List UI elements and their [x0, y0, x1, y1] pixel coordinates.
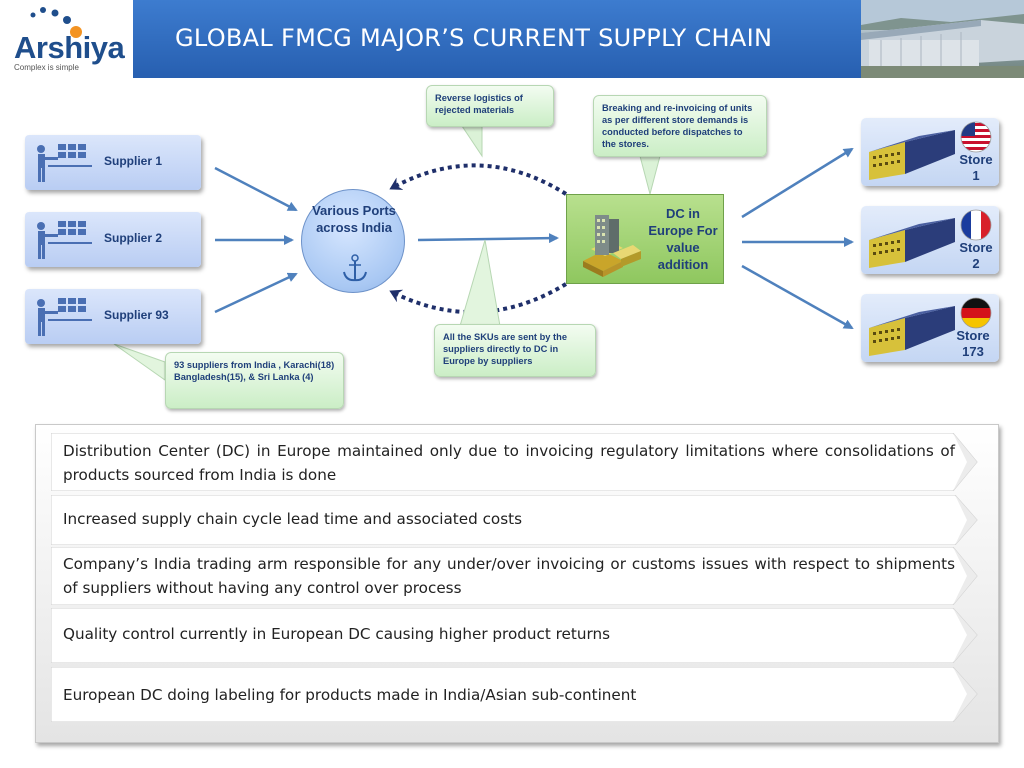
arrow-ports-to-dc: [417, 233, 559, 244]
store-label: Store 173: [956, 328, 990, 359]
ports-label: Various Ports across India: [312, 203, 396, 235]
store-label: Store 1: [959, 152, 993, 183]
arrow-dc-to-store173: [741, 264, 854, 330]
anchor-icon: [343, 254, 367, 282]
issue-text: European DC doing labeling for products …: [63, 686, 637, 704]
issue-chevron-shape: [51, 667, 978, 722]
warehouse-photo: [861, 0, 1024, 78]
logo: Arshiya Complex is simple: [0, 0, 133, 78]
store-label: Store 2: [959, 240, 993, 271]
ports-node: Various Ports across India: [301, 189, 405, 293]
dc-label: DC in Europe For value addition: [648, 206, 718, 272]
callout-pointer-reinvoicing: [639, 155, 661, 196]
store-box-173: Store 173: [861, 294, 999, 362]
usa-flag-icon: [960, 121, 992, 153]
issue-item-1: Distribution Center (DC) in Europe maint…: [51, 433, 979, 491]
supplier-label: Supplier 93: [104, 308, 169, 322]
supplier-box-2: Supplier 2: [25, 212, 201, 267]
page-title: GLOBAL FMCG MAJOR’S CURRENT SUPPLY CHAIN: [175, 24, 773, 52]
issue-chevron-shape: [51, 608, 978, 663]
issue-text: Quality control currently in European DC…: [63, 625, 610, 643]
issue-chevron-shape: [51, 433, 978, 491]
issue-item-2: Increased supply chain cycle lead time a…: [51, 495, 979, 545]
arrow-dc-to-store1: [741, 147, 854, 219]
supplier-box-93: Supplier 93: [25, 289, 201, 344]
logo-tagline: Complex is simple: [14, 63, 79, 72]
warehouse-stack-icon: [583, 215, 641, 277]
warehouse-photo-image: [861, 0, 1024, 78]
dc-node: DC in Europe For value addition: [566, 194, 724, 284]
store-building-icon: [869, 218, 955, 268]
issue-chevron-shape: [51, 495, 978, 545]
issue-item-5: European DC doing labeling for products …: [51, 667, 979, 722]
logo-text: Arshiya: [14, 30, 125, 65]
worker-boxes-icon: [37, 221, 92, 259]
issue-chevron-shape: [51, 547, 978, 605]
callout-pointer-supplier-origin: [113, 343, 166, 381]
worker-boxes-icon: [37, 144, 92, 182]
issue-item-3: Company’s India trading arm responsible …: [51, 547, 979, 605]
issue-text: Company’s India trading arm responsible …: [63, 555, 955, 597]
flow-arrows: [113, 125, 854, 381]
supplier-label: Supplier 2: [104, 231, 163, 245]
supplier-label: Supplier 1: [104, 154, 163, 168]
callout-reinvoicing: Breaking and re-invoicing of units as pe…: [593, 95, 767, 157]
store-building-icon: [869, 306, 955, 356]
store-building-icon: [869, 130, 955, 180]
issue-item-4: Quality control currently in European DC…: [51, 608, 979, 663]
arrow-supplier1-to-ports: [214, 166, 298, 212]
arrow-supplier93-to-ports: [214, 272, 298, 314]
arrow-reverse-top: [389, 163, 568, 196]
callout-reverse-logistics: Reverse logistics of rejected materials: [426, 85, 554, 127]
logo-dots-icon: [30, 7, 82, 38]
france-flag-icon: [960, 209, 992, 241]
issue-text: Distribution Center (DC) in Europe maint…: [63, 442, 955, 484]
store-box-1: Store 1: [861, 118, 999, 186]
worker-boxes-icon: [37, 298, 92, 336]
store-box-2: Store 2: [861, 206, 999, 274]
title-bar: GLOBAL FMCG MAJOR’S CURRENT SUPPLY CHAIN: [133, 0, 861, 78]
supplier-box-1: Supplier 1: [25, 135, 201, 190]
callout-skus-sent: All the SKUs are sent by the suppliers d…: [434, 324, 596, 377]
issue-text: Increased supply chain cycle lead time a…: [63, 510, 522, 528]
callout-pointer-reverse: [461, 125, 483, 158]
germany-flag-icon: [960, 297, 992, 329]
callout-pointer-skus: [459, 239, 501, 327]
callout-supplier-origin: 93 suppliers from India , Karachi(18) Ba…: [165, 352, 344, 409]
